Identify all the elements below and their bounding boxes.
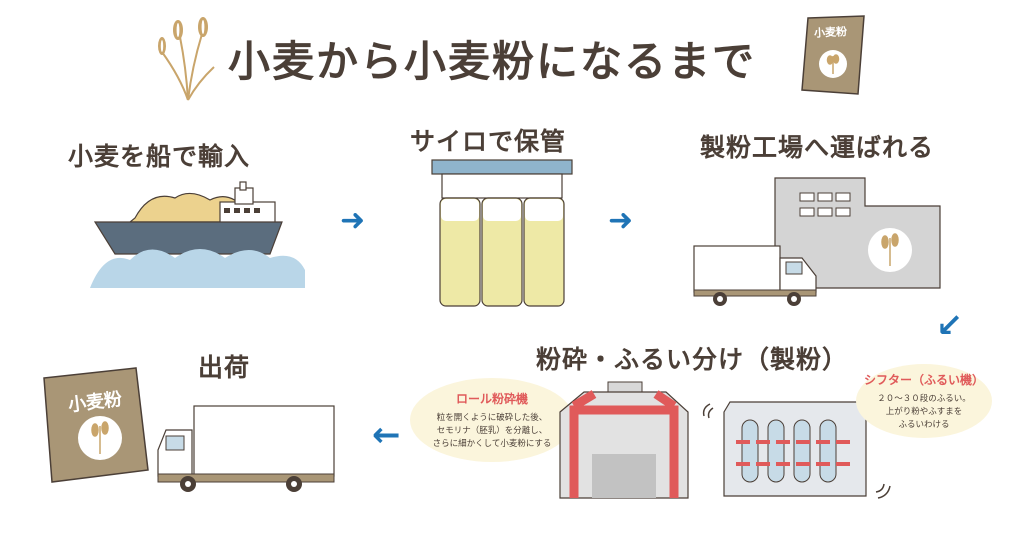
step-label-silo: サイロで保管 bbox=[410, 127, 567, 156]
bag-label: 小麦粉 bbox=[813, 25, 848, 40]
sifter-line-1: ２０～３０段のふるい。 bbox=[877, 393, 971, 404]
step-label-milling: 粉砕・ふるい分け（製粉） bbox=[536, 345, 849, 374]
flour-bag bbox=[43, 367, 149, 483]
roll-mill-line-2: セモリナ（胚乳）を分離し、 bbox=[436, 425, 548, 436]
delivery-truck bbox=[157, 405, 335, 492]
silo bbox=[431, 159, 573, 307]
factory-with-truck bbox=[693, 177, 941, 306]
arrow-right-1: ➜ bbox=[340, 203, 366, 238]
roll-mill-note: ロール粉砕機 粒を開くように破砕した後、 セモリナ（胚乳）を分離し、 さらに細か… bbox=[410, 378, 574, 462]
arrow-right-2: ➜ bbox=[608, 203, 634, 238]
cargo-ship bbox=[90, 181, 305, 288]
roll-mill-line-3: さらに細かくして小麦粉にする bbox=[432, 438, 552, 449]
step-label-import: 小麦を船で輸入 bbox=[68, 142, 251, 171]
step-label-factory: 製粉工場へ運ばれる bbox=[700, 133, 935, 162]
vibration-icon bbox=[875, 483, 891, 499]
vibration-icon bbox=[702, 403, 714, 419]
roll-mill-title: ロール粉砕機 bbox=[455, 391, 528, 406]
arrow-left: ← bbox=[372, 415, 401, 455]
sifter-line-2: 上がり粉やふすまを bbox=[885, 406, 963, 417]
step-label-shipping: 出荷 bbox=[198, 353, 251, 382]
sifter-line-3: ふるいわける bbox=[898, 419, 950, 430]
flour-bag-icon bbox=[801, 15, 865, 95]
roll-mill-machine bbox=[559, 381, 689, 499]
arrow-down-left: ↙ bbox=[936, 306, 963, 344]
wheat-icon bbox=[158, 17, 215, 101]
page-title: 小麦から小麦粉になるまで bbox=[228, 37, 757, 86]
sifter-machine bbox=[723, 401, 867, 497]
sifter-note: シフター（ふるい機） ２０～３０段のふるい。 上がり粉やふすまを ふるいわける bbox=[856, 364, 992, 438]
roll-mill-line-1: 粒を開くように破砕した後、 bbox=[436, 412, 548, 423]
sifter-title: シフター（ふるい機） bbox=[863, 372, 984, 387]
